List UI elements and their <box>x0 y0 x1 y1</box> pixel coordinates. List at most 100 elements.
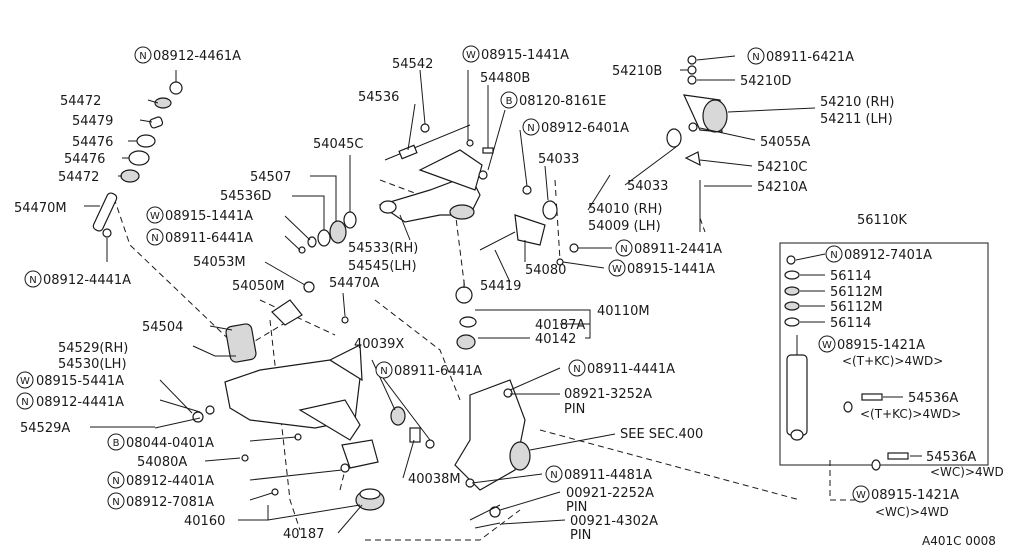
svg-text:N: N <box>573 364 580 375</box>
label-54080A: 54080A <box>137 455 187 470</box>
upper-bushings <box>271 211 357 326</box>
washer-prefix-icon: W <box>608 259 626 277</box>
label-see-sec-400: SEE SEC.400 <box>620 427 703 442</box>
label-54529-rh: 54529(RH) <box>58 341 128 356</box>
label-56114-bottom: 56114 <box>830 316 871 331</box>
label-08912-4441A-left: 08912-4441A <box>43 273 131 288</box>
leader-lines <box>84 55 922 534</box>
nut-prefix-icon: N <box>146 228 164 246</box>
label-08911-2441A: 08911-2441A <box>634 242 722 257</box>
torsion-anchor <box>682 55 728 232</box>
label-54472-top: 54472 <box>60 94 101 109</box>
label-08911-4441A: 08911-4441A <box>587 362 675 377</box>
label-54545-lh: 54545(LH) <box>348 259 417 274</box>
svg-text:W: W <box>150 211 160 222</box>
label-54504: 54504 <box>142 320 183 335</box>
label-54476-bottom: 54476 <box>64 152 105 167</box>
label-56110K: 56110K <box>857 213 907 228</box>
label-56112M-bottom: 56112M <box>830 300 883 315</box>
label-54053M: 54053M <box>193 255 246 270</box>
upper-control-arm <box>378 123 494 223</box>
label-54480B: 54480B <box>480 71 530 86</box>
label-40187A: 40187A <box>535 318 585 333</box>
label-54419: 54419 <box>480 279 521 294</box>
nut-prefix-icon: N <box>825 245 843 263</box>
svg-text:W: W <box>20 376 30 387</box>
label-pin-a: PIN <box>564 402 585 417</box>
label-08915-5441A: 08915-5441A <box>36 374 124 389</box>
svg-text:W: W <box>856 490 866 501</box>
label-54211-lh: 54211 (LH) <box>820 112 893 127</box>
label-54470A: 54470A <box>329 276 379 291</box>
label-08044-0401A: 08044-0401A <box>126 436 214 451</box>
label-54045C: 54045C <box>313 137 363 152</box>
note-tkc-4wd-b: <(T+KC)>4WD> <box>860 407 961 421</box>
label-54476-top: 54476 <box>72 135 113 150</box>
shock-absorber-kit-box <box>779 242 989 466</box>
label-54210-rh: 54210 (RH) <box>820 95 894 110</box>
label-08912-4461A: 08912-4461A <box>153 49 241 64</box>
label-08911-6441A-lower: 08911-6441A <box>394 364 482 379</box>
label-40110M: 40110M <box>597 304 650 319</box>
label-40160: 40160 <box>184 514 225 529</box>
label-08915-1441A-right: 08915-1441A <box>627 262 715 277</box>
svg-text:N: N <box>550 470 557 481</box>
label-54530-lh: 54530(LH) <box>58 357 127 372</box>
label-pin-c: PIN <box>570 528 591 543</box>
diagram-reference-code: A401C 0008 <box>922 534 996 548</box>
washer-prefix-icon: W <box>462 45 480 63</box>
label-54010-rh: 54010 (RH) <box>588 202 662 217</box>
washer-prefix-icon: W <box>146 206 164 224</box>
note-tkc-4wd-a: <(T+KC)>4WD> <box>842 354 943 368</box>
label-40142: 40142 <box>535 332 576 347</box>
svg-text:W: W <box>822 340 832 351</box>
label-08120-8161E: 08120-8161E <box>519 94 606 109</box>
svg-text:N: N <box>752 52 759 63</box>
nut-prefix-icon: N <box>24 270 42 288</box>
label-08915-1421A-a: 08915-1421A <box>837 338 925 353</box>
svg-text:N: N <box>527 123 534 134</box>
nut-shape <box>169 81 183 95</box>
label-54542: 54542 <box>392 57 433 72</box>
label-08912-4401A: 08912-4401A <box>126 474 214 489</box>
nut-prefix-icon: N <box>375 361 393 379</box>
label-00921-2252A: 00921-2252A <box>566 486 654 501</box>
washer-prefix-icon: W <box>16 371 34 389</box>
svg-text:N: N <box>139 51 146 62</box>
washer-prefix-icon: W <box>852 485 870 503</box>
label-54529A: 54529A <box>20 421 70 436</box>
note-wc-4wd-b: <WC)>4WD <box>875 505 949 519</box>
prefix-circles: N N W B W N N N W N N W W W N B N N N N … <box>16 45 870 510</box>
svg-text:N: N <box>29 275 36 286</box>
label-08911-4481A: 08911-4481A <box>564 468 652 483</box>
svg-text:N: N <box>380 366 387 377</box>
label-56114-top: 56114 <box>830 269 871 284</box>
washer-prefix-icon: W <box>818 335 836 353</box>
bolt-prefix-icon: B <box>500 91 518 109</box>
label-54536A-b: 54536A <box>926 450 976 465</box>
svg-text:N: N <box>151 233 158 244</box>
torsion-bar <box>479 128 682 266</box>
svg-text:N: N <box>830 250 837 261</box>
label-54009-lh: 54009 (LH) <box>588 219 661 234</box>
label-54472-bottom: 54472 <box>58 170 99 185</box>
label-08911-6421A: 08911-6421A <box>766 50 854 65</box>
label-40187: 40187 <box>283 527 324 542</box>
label-00921-4302A: 00921-4302A <box>570 514 658 529</box>
label-54479: 54479 <box>72 114 113 129</box>
svg-text:B: B <box>506 96 513 107</box>
label-pin-b: PIN <box>566 500 587 515</box>
label-54055A: 54055A <box>760 135 810 150</box>
label-54470M: 54470M <box>14 201 67 216</box>
label-08912-4441A-lower: 08912-4441A <box>36 395 124 410</box>
nut-prefix-icon: N <box>568 359 586 377</box>
label-54033-upper: 54033 <box>538 152 579 167</box>
label-54050M: 54050M <box>232 279 285 294</box>
svg-text:N: N <box>112 476 119 487</box>
bolt-prefix-icon: B <box>107 433 125 451</box>
label-54533-rh: 54533(RH) <box>348 241 418 256</box>
label-08915-1421A-b: 08915-1421A <box>871 488 959 503</box>
knuckle <box>390 379 531 529</box>
label-08915-1441A-top: 08915-1441A <box>481 48 569 63</box>
